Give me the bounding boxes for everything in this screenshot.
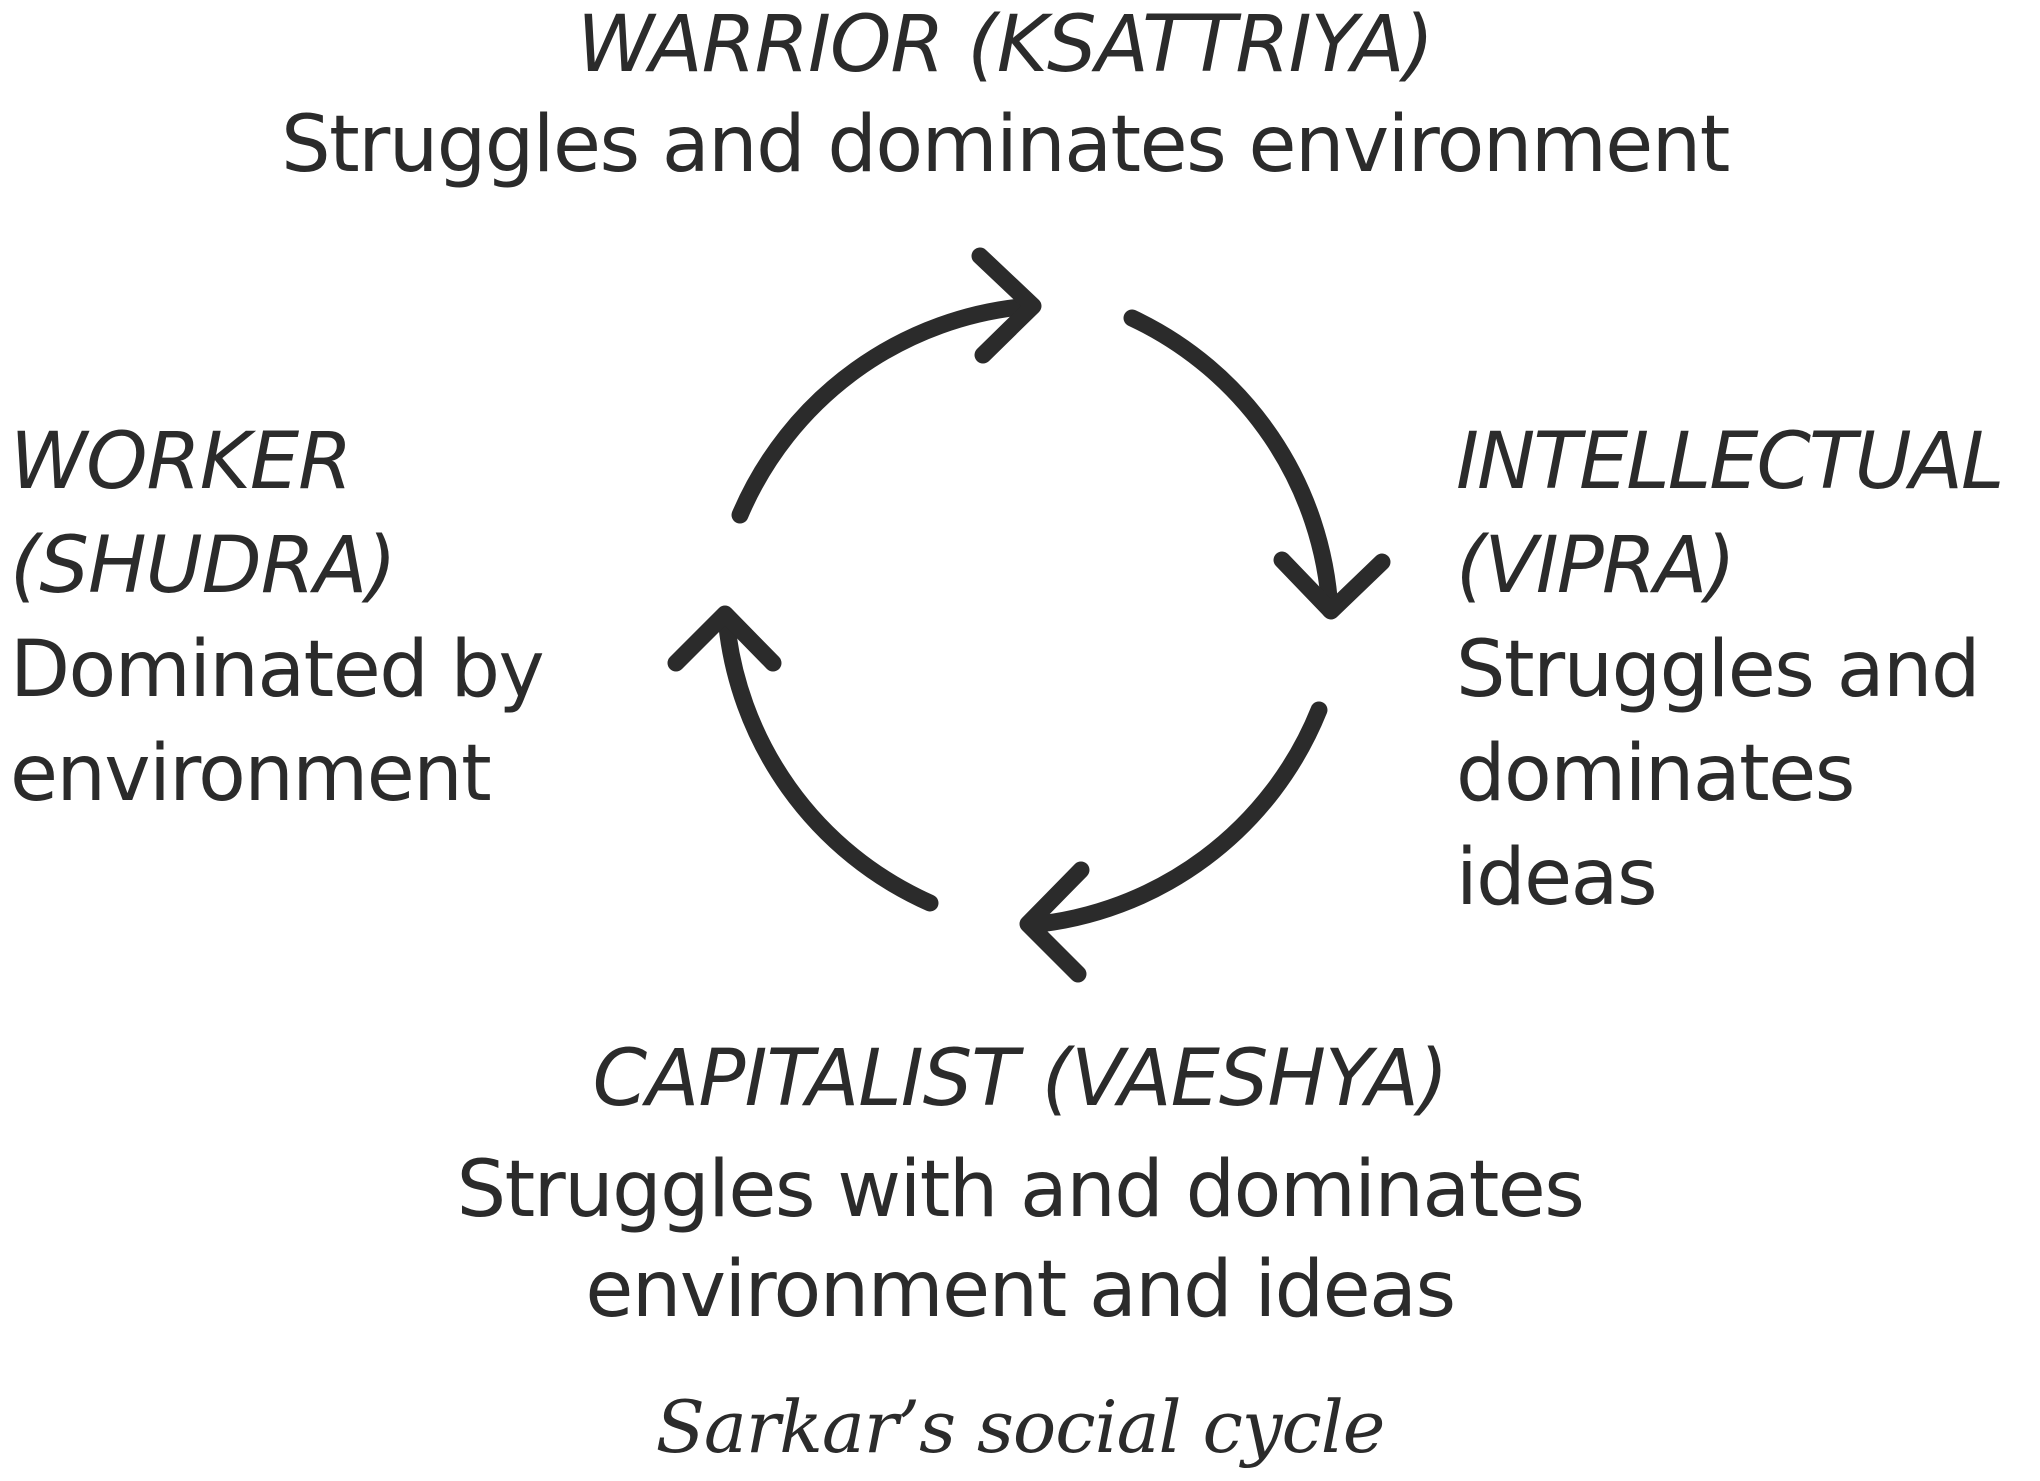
stage-intellectual-description: Struggles and dominates ideas	[1456, 625, 1980, 923]
arrow-worker-to-warrior	[731, 297, 1039, 524]
arrow-intellectual-to-capitalist	[1021, 701, 1328, 934]
arrowhead-intellectual-icon	[1273, 551, 1391, 620]
stage-worker-description: Dominated by environment	[10, 625, 545, 819]
stage-capitalist: CAPITALIST (VAESHYA) Struggles with and …	[0, 1040, 2040, 1340]
stage-warrior: WARRIOR (KSATTRIYA) Struggles and domina…	[0, 6, 2040, 184]
stage-worker: WORKER (SHUDRA) Dominated by environment	[10, 410, 650, 826]
stage-warrior-name: WARRIOR (KSATTRIYA)	[576, 0, 1434, 90]
arrowhead-worker-icon	[667, 605, 782, 672]
stage-worker-name: WORKER (SHUDRA)	[10, 417, 397, 611]
stage-intellectual: INTELLECTUAL (VIPRA) Struggles and domin…	[1456, 410, 2040, 930]
stage-intellectual-name: INTELLECTUAL (VIPRA)	[1456, 417, 2005, 611]
stage-warrior-description: Struggles and dominates environment	[281, 100, 1730, 190]
arrowhead-capitalist-icon	[1019, 861, 1090, 983]
figure-caption: Sarkar’s social cycle	[655, 1385, 1386, 1469]
stage-capitalist-name: CAPITALIST (VAESHYA)	[592, 1034, 1449, 1124]
arrowhead-warrior-icon	[971, 247, 1042, 364]
arrow-capitalist-to-worker	[717, 608, 939, 912]
stage-capitalist-description: Struggles with and dominates environment…	[456, 1145, 1585, 1335]
arrow-warrior-to-intellectual	[1123, 309, 1339, 619]
